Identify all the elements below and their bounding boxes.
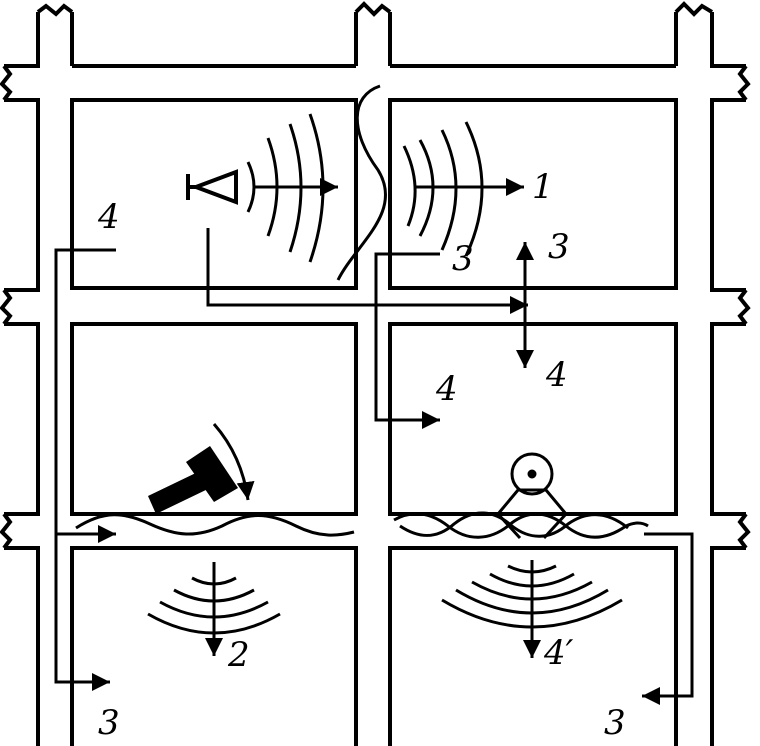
room-bottom-right	[388, 546, 678, 746]
break-right-2	[737, 288, 751, 326]
wall-right-outer-1	[710, 98, 746, 292]
label-3-top-mid: 3	[452, 239, 474, 279]
wall-right-outer-top	[710, 12, 746, 68]
floor-vibration-left	[75, 513, 355, 537]
wall-left-outer-3	[4, 546, 40, 746]
room-mid-left	[70, 322, 358, 516]
label-2: 2	[227, 635, 250, 675]
room-bottom-left	[70, 546, 358, 746]
break-left-3	[0, 512, 13, 550]
wall-left-outer-top	[4, 12, 40, 68]
label-4-top-left: 4	[97, 197, 120, 237]
room-top-right	[388, 98, 678, 290]
break-right-3	[737, 512, 751, 550]
wall-left-outer-1	[4, 98, 40, 292]
label-1: 1	[532, 167, 554, 207]
label-4-mid: 4	[435, 369, 458, 409]
flank-path-mid-wall	[374, 252, 440, 429]
wall-left-outer-2	[4, 322, 40, 516]
room-top-left	[70, 98, 358, 290]
flanking-paths	[54, 228, 694, 705]
floor-vibration-right-2	[399, 511, 629, 538]
label-3-bottom-left: 3	[98, 703, 120, 743]
wall-right-outer-3	[710, 546, 746, 746]
break-top-right	[674, 1, 714, 17]
flank-path-speaker	[206, 228, 528, 314]
hammer-motion-arrow	[212, 423, 255, 501]
speaker-icon	[186, 169, 238, 205]
label-3-right-up: 3	[548, 227, 570, 267]
label-3-bottom-right: 3	[604, 703, 626, 743]
break-left-2	[0, 288, 13, 326]
label-4-right-down: 4	[545, 355, 568, 395]
flank-path-right-wall	[642, 532, 694, 705]
wall-right-outer-2	[710, 322, 746, 516]
break-top-mid	[354, 1, 392, 17]
flank-path-left-wall	[54, 248, 116, 691]
wall-vibration-curve	[336, 84, 387, 281]
break-right-1	[737, 64, 751, 102]
hammer-icon	[148, 446, 238, 514]
break-top-left	[36, 3, 74, 17]
label-4-prime: 4′	[543, 633, 574, 673]
break-left-1	[0, 64, 13, 102]
